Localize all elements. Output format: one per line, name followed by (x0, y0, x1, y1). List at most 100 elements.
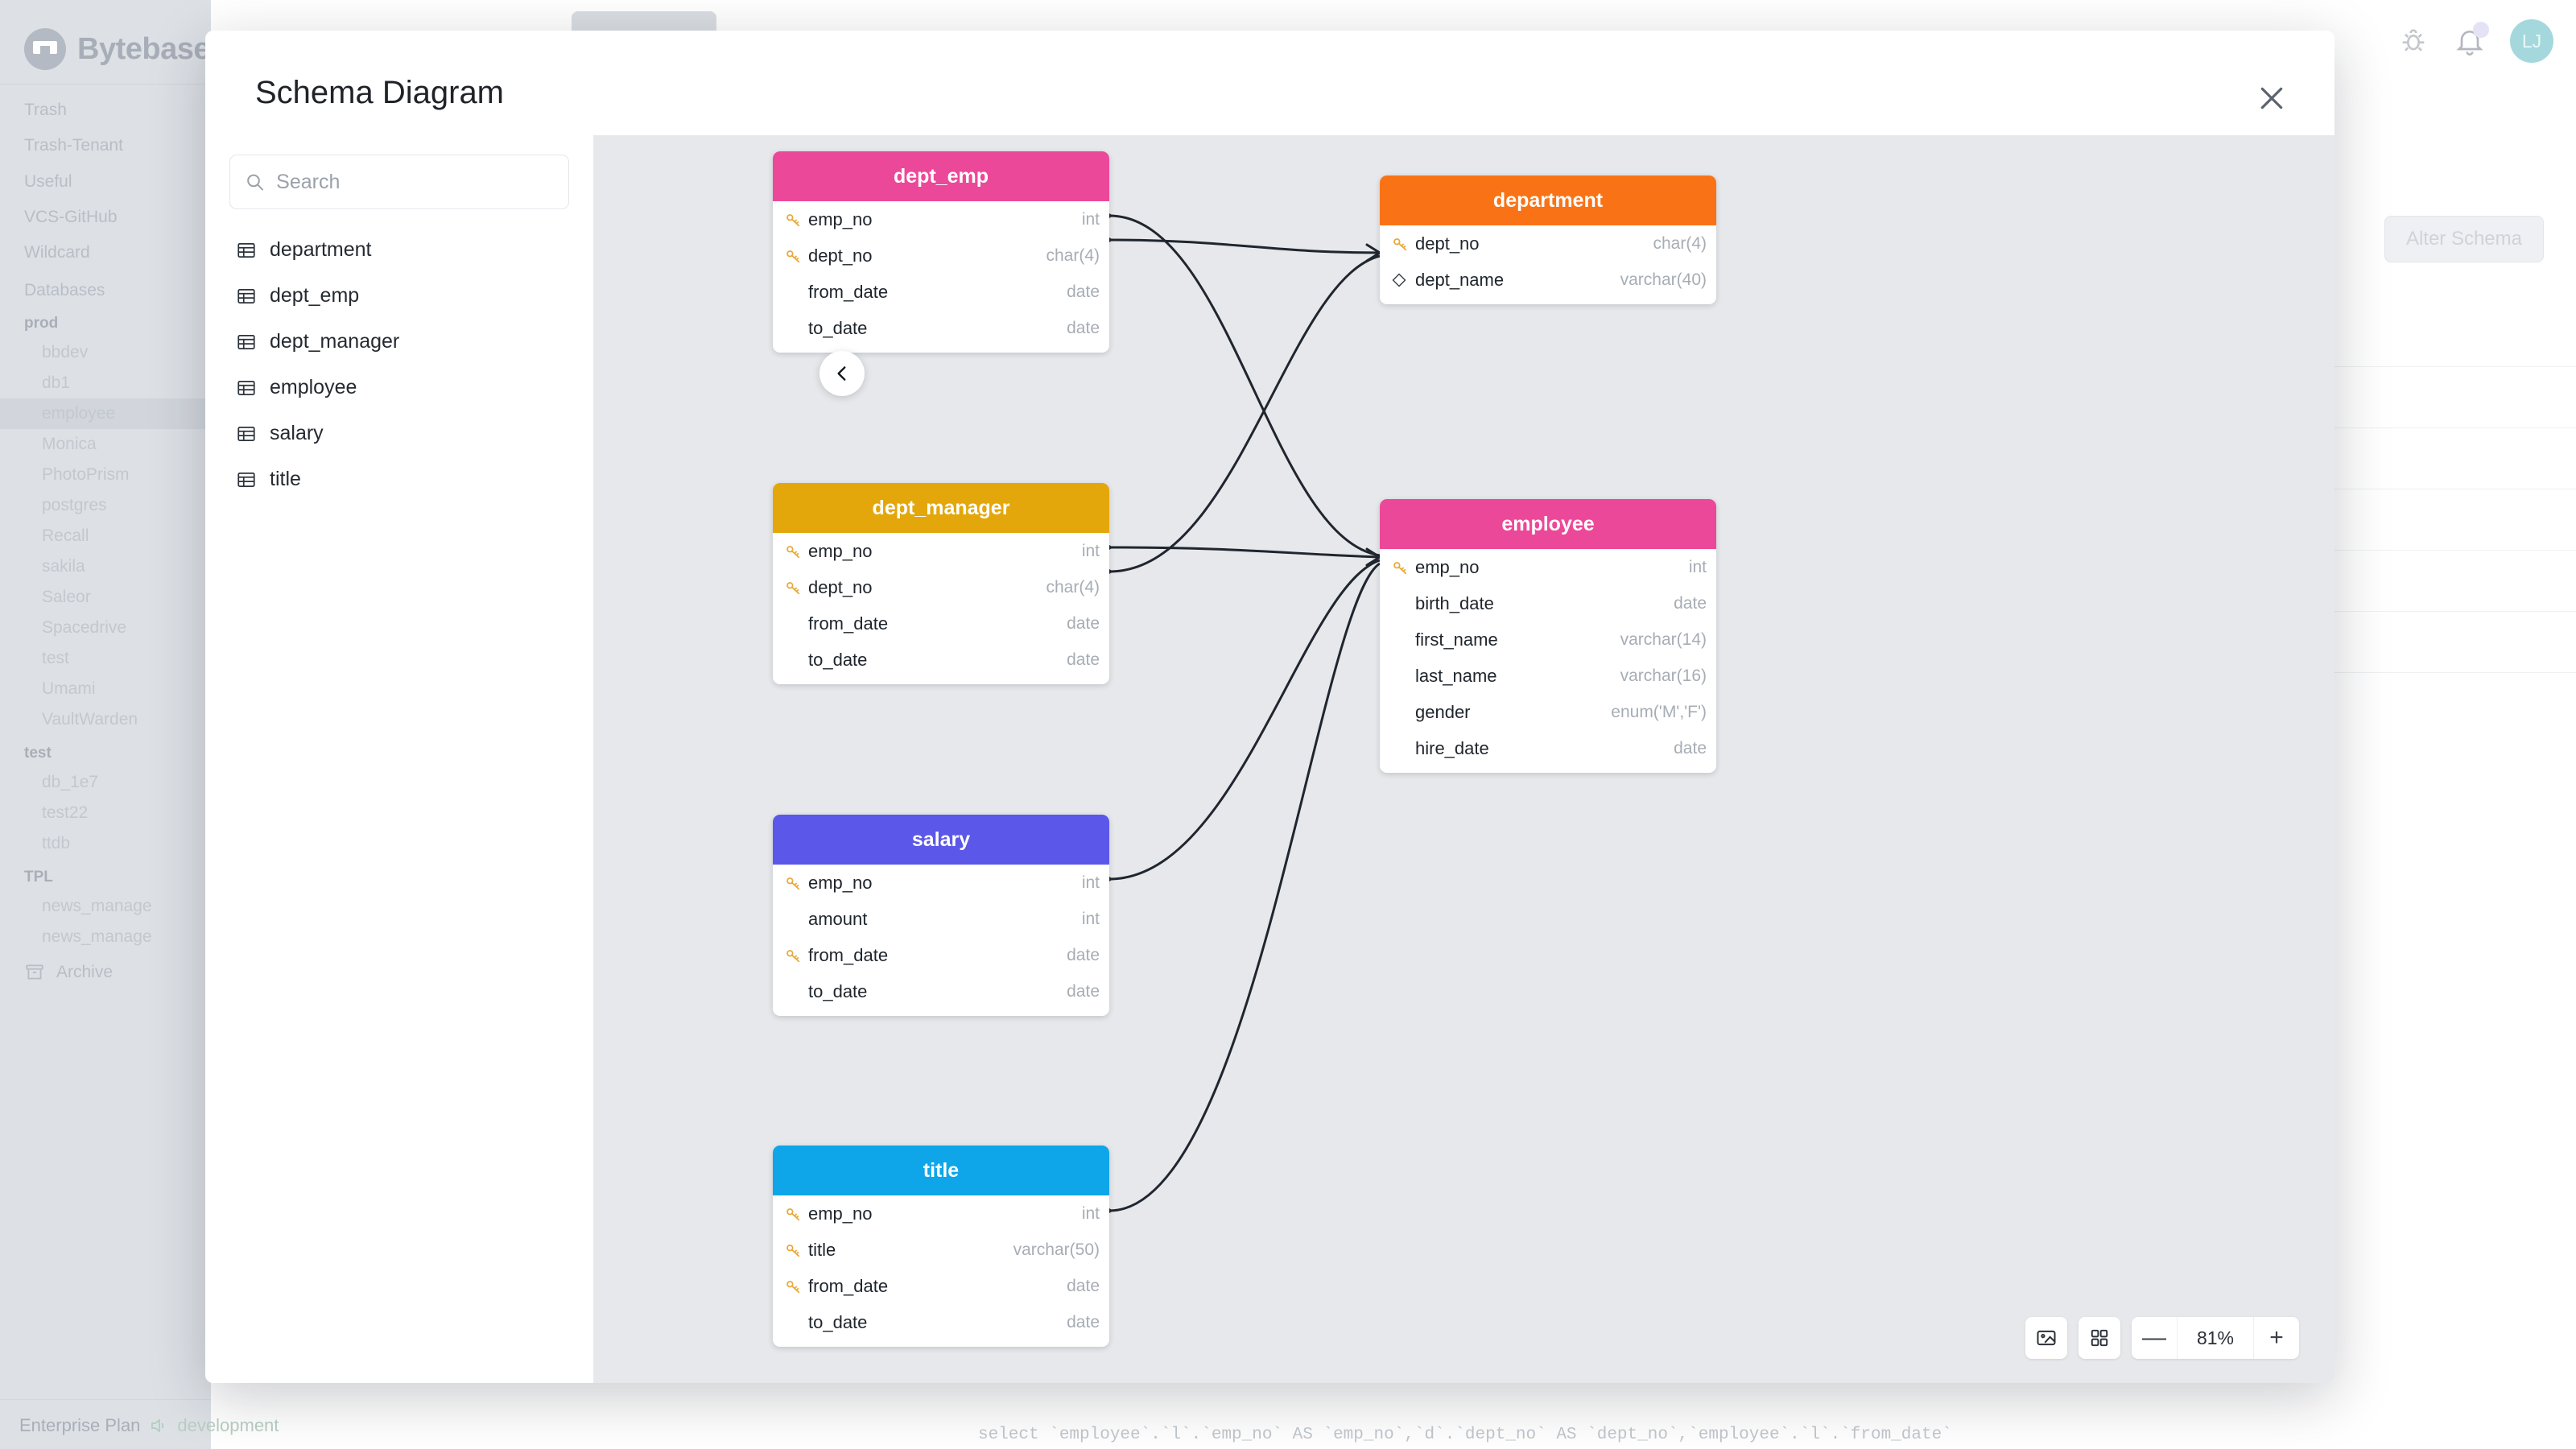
node-column-row[interactable]: from_date date (773, 937, 1109, 973)
diagram-canvas[interactable]: dept_emp emp_no int dept_no char(4) from… (594, 135, 2334, 1383)
table-list-item-dept-manager[interactable]: dept_manager (229, 319, 569, 365)
table-list-item-dept-emp[interactable]: dept_emp (229, 273, 569, 319)
table-list-item-salary[interactable]: salary (229, 411, 569, 456)
close-icon[interactable] (2251, 77, 2293, 119)
column-name: emp_no (808, 1203, 873, 1224)
table-icon (237, 242, 255, 258)
table-list-item-title[interactable]: title (229, 456, 569, 502)
node-column-row[interactable]: to_date date (773, 973, 1109, 1009)
auto-layout-button[interactable] (2079, 1317, 2120, 1359)
diagram-node-department[interactable]: department dept_no char(4) dept_name var… (1380, 175, 1716, 304)
db-item-recall[interactable]: Recall (42, 526, 89, 545)
zoom-in-button[interactable]: + (2269, 1324, 2284, 1351)
db-item-postgres[interactable]: postgres (42, 495, 107, 514)
db-group-tpl[interactable]: TPL (24, 868, 53, 886)
search-input[interactable] (276, 170, 554, 194)
node-column-row[interactable]: to_date date (773, 642, 1109, 678)
archive-label: Archive (56, 962, 114, 981)
db-item-ttdb[interactable]: ttdb (42, 833, 71, 852)
node-column-row[interactable]: birth_date date (1380, 585, 1716, 621)
table-list-item-department[interactable]: department (229, 227, 569, 273)
node-column-row[interactable]: emp_no int (773, 201, 1109, 237)
column-type: int (1081, 209, 1100, 229)
node-column-row[interactable]: emp_no int (773, 865, 1109, 901)
bug-icon[interactable] (2397, 25, 2429, 57)
node-column-row[interactable]: last_name varchar(16) (1380, 658, 1716, 694)
node-column-row[interactable]: title varchar(50) (773, 1232, 1109, 1268)
column-name: from_date (808, 281, 889, 302)
db-item-news-manage-1[interactable]: news_manage (42, 896, 152, 915)
column-name: from_date (808, 944, 889, 965)
diagram-node-salary[interactable]: salary emp_no int amount int from_date d… (773, 815, 1109, 1016)
node-column-row[interactable]: dept_no char(4) (1380, 225, 1716, 262)
sidebar-item-archive[interactable]: Archive (0, 952, 211, 993)
notification-bell-icon[interactable] (2454, 22, 2489, 57)
db-item-photoprism[interactable]: PhotoPrism (42, 464, 130, 484)
node-column-row[interactable]: emp_no int (773, 533, 1109, 569)
plan-status[interactable]: Enterprise Plan development (19, 1415, 279, 1436)
diagram-node-dept-emp[interactable]: dept_emp emp_no int dept_no char(4) from… (773, 151, 1109, 353)
node-column-row[interactable]: from_date date (773, 274, 1109, 310)
db-item-test22[interactable]: test22 (42, 803, 89, 822)
db-item-db1[interactable]: db1 (42, 373, 71, 392)
table-list-label: dept_emp (270, 284, 360, 307)
db-item-db-1e7[interactable]: db_1e7 (42, 772, 99, 791)
db-item-vaultwarden[interactable]: VaultWarden (42, 709, 138, 729)
sidebar-item-trash[interactable]: Trash (24, 101, 67, 119)
table-list-label: employee (270, 376, 357, 398)
sidebar-item-useful[interactable]: Useful (24, 171, 72, 191)
column-type: int (1081, 541, 1100, 560)
diagram-node-dept-manager[interactable]: dept_manager emp_no int dept_no char(4) … (773, 483, 1109, 684)
collapse-panel-button[interactable] (819, 351, 865, 396)
column-type: varchar(50) (1013, 1240, 1100, 1259)
db-group-test[interactable]: test (24, 744, 52, 762)
node-column-row[interactable]: to_date date (773, 310, 1109, 346)
sidebar-item-vcs-github[interactable]: VCS-GitHub (24, 208, 118, 227)
zoom-control: — 81% + (2132, 1317, 2299, 1359)
sidebar-section-databases: Databases (24, 280, 105, 299)
sidebar-item-wildcard[interactable]: Wildcard (24, 243, 90, 262)
table-list-item-employee[interactable]: employee (229, 365, 569, 411)
alter-schema-button[interactable]: Alter Schema (2384, 216, 2544, 262)
node-column-row[interactable]: from_date date (773, 605, 1109, 642)
db-item-sakila[interactable]: sakila (42, 556, 85, 576)
diagram-node-employee[interactable]: employee emp_no int birth_date date firs… (1380, 499, 1716, 773)
column-name: last_name (1415, 665, 1497, 686)
node-column-row[interactable]: amount int (773, 901, 1109, 937)
db-item-spacedrive[interactable]: Spacedrive (42, 617, 127, 637)
db-group-prod[interactable]: prod (24, 314, 59, 332)
db-item-monica[interactable]: Monica (42, 434, 97, 453)
db-item-employee[interactable]: employee (0, 398, 211, 429)
node-column-row[interactable]: gender enum('M','F') (1380, 694, 1716, 730)
diagram-node-title[interactable]: title emp_no int title varchar(50) from_… (773, 1146, 1109, 1347)
key-icon (784, 1278, 808, 1295)
table-list-label: department (270, 238, 372, 261)
zoom-out-button[interactable]: — (2142, 1324, 2166, 1351)
column-type: char(4) (1046, 246, 1100, 265)
search-box[interactable] (229, 155, 569, 209)
db-item-umami[interactable]: Umami (42, 679, 96, 698)
db-item-test[interactable]: test (42, 648, 69, 667)
column-name: first_name (1415, 629, 1498, 650)
node-column-row[interactable]: emp_no int (773, 1195, 1109, 1232)
zoom-level-value[interactable]: 81% (2177, 1317, 2254, 1359)
db-item-saleor[interactable]: Saleor (42, 587, 91, 606)
node-column-row[interactable]: hire_date date (1380, 730, 1716, 766)
node-column-row[interactable]: dept_name varchar(40) (1380, 262, 1716, 298)
node-column-row[interactable]: from_date date (773, 1268, 1109, 1304)
node-column-row[interactable]: dept_no char(4) (773, 237, 1109, 274)
db-item-news-manage-2[interactable]: news_manage (42, 927, 152, 946)
brand-logo[interactable]: Bytebase (0, 0, 211, 80)
column-name: emp_no (1415, 556, 1480, 577)
export-image-button[interactable] (2025, 1317, 2067, 1359)
column-type: char(4) (1046, 577, 1100, 597)
column-name: dept_no (808, 576, 873, 597)
avatar[interactable]: LJ (2510, 19, 2553, 63)
node-column-row[interactable]: to_date date (773, 1304, 1109, 1340)
node-column-row[interactable]: emp_no int (1380, 549, 1716, 585)
page-title: Schema Diagram (255, 75, 505, 110)
node-column-row[interactable]: first_name varchar(14) (1380, 621, 1716, 658)
sidebar-item-trash-tenant[interactable]: Trash-Tenant (24, 136, 123, 155)
db-item-bbdev[interactable]: bbdev (42, 342, 89, 361)
node-column-row[interactable]: dept_no char(4) (773, 569, 1109, 605)
